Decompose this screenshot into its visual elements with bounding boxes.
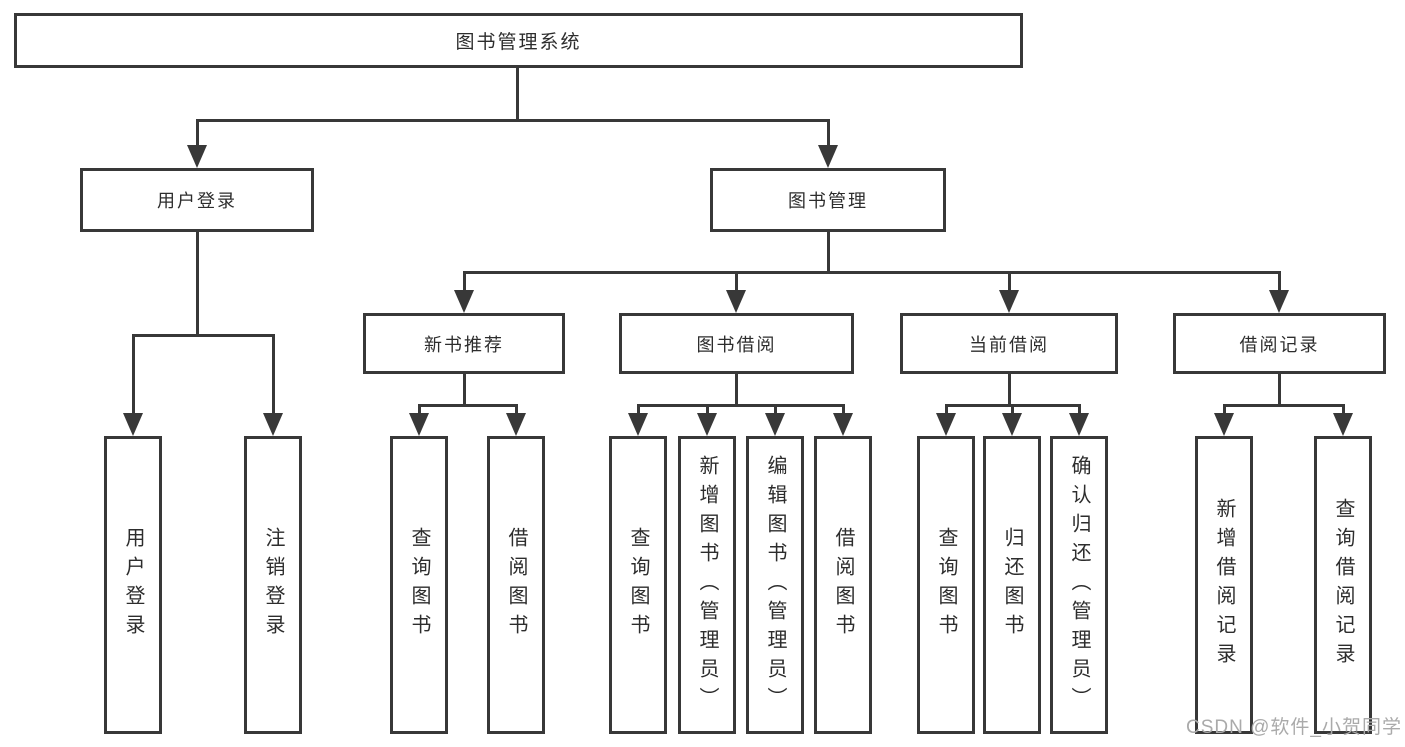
arrow-down-icon: [1069, 413, 1089, 436]
leaf-query-books-current-label: 查询图书: [935, 527, 957, 643]
arrow-down-icon: [263, 413, 283, 436]
arrow-down-icon: [697, 413, 717, 436]
connector-drop-user-login: [196, 119, 199, 145]
arrow-down-icon: [726, 290, 746, 313]
connector-drop: [1342, 404, 1345, 415]
connector-borrowing-records-split: [1223, 404, 1345, 407]
leaf-query-books-recommend: 查询图书: [390, 436, 448, 734]
connector-drop-new-book: [463, 271, 466, 290]
connector-current-borrowing-stub: [1008, 374, 1011, 406]
connector-user-login-split: [132, 334, 275, 337]
node-borrowing-records-label: 借阅记录: [1239, 334, 1320, 355]
connector-drop: [706, 404, 709, 415]
leaf-add-borrow-record: 新增借阅记录: [1195, 436, 1253, 734]
leaf-borrow-books-borrowing: 借阅图书: [814, 436, 872, 734]
leaf-query-books-current: 查询图书: [917, 436, 975, 734]
arrow-down-icon: [628, 413, 648, 436]
connector-root-split: [196, 119, 829, 122]
leaf-logout: 注销登录: [244, 436, 302, 734]
leaf-query-books-borrowing-label: 查询图书: [627, 527, 649, 643]
arrow-down-icon: [454, 290, 474, 313]
connector-root-stub: [516, 68, 519, 120]
node-user-login-label: 用户登录: [157, 191, 237, 211]
connector-drop-leaf-logout: [272, 334, 275, 413]
leaf-edit-book-admin: 编辑图书（管理员）: [746, 436, 804, 734]
connector-book-management-stub: [827, 232, 830, 273]
node-new-book-recommendation-label: 新书推荐: [424, 334, 504, 355]
node-book-borrowing: 图书借阅: [619, 313, 854, 374]
leaf-borrow-books-recommend-label: 借阅图书: [505, 527, 527, 643]
leaf-user-login: 用户登录: [104, 436, 162, 734]
connector-new-book-stub: [463, 374, 466, 406]
connector-drop-book-management: [827, 119, 830, 145]
leaf-query-books-recommend-label: 查询图书: [408, 527, 430, 643]
leaf-confirm-return-admin: 确认归还（管理员）: [1050, 436, 1108, 734]
node-book-management: 图书管理: [710, 168, 946, 232]
leaf-query-borrow-record: 查询借阅记录: [1314, 436, 1372, 734]
arrow-down-icon: [506, 413, 526, 436]
arrow-down-icon: [1333, 413, 1353, 436]
node-borrowing-records: 借阅记录: [1173, 313, 1386, 374]
arrow-down-icon: [409, 413, 429, 436]
connector-drop: [1011, 404, 1014, 415]
connector-drop: [945, 404, 948, 415]
connector-user-login-stub: [196, 232, 199, 336]
node-new-book-recommendation: 新书推荐: [363, 313, 565, 374]
leaf-borrow-books-borrowing-label: 借阅图书: [832, 527, 854, 643]
node-root-label: 图书管理系统: [455, 32, 582, 53]
node-book-management-label: 图书管理: [788, 191, 868, 211]
node-current-borrowing: 当前借阅: [900, 313, 1118, 374]
connector-drop-book-borrowing: [735, 271, 738, 290]
arrow-down-icon: [999, 290, 1019, 313]
connector-book-borrowing-stub: [735, 374, 738, 406]
connector-drop-borrowing-records: [1278, 271, 1281, 290]
csdn-watermark: CSDN @软件_小贺同学: [1186, 717, 1402, 738]
arrow-down-icon: [833, 413, 853, 436]
connector-drop-current-borrowing: [1008, 271, 1011, 290]
arrow-down-icon: [936, 413, 956, 436]
arrow-down-icon: [818, 145, 838, 168]
leaf-borrow-books-recommend: 借阅图书: [487, 436, 545, 734]
leaf-add-book-admin: 新增图书（管理员）: [678, 436, 736, 734]
connector-drop: [1078, 404, 1081, 415]
connector-drop: [418, 404, 421, 415]
leaf-query-books-borrowing: 查询图书: [609, 436, 667, 734]
leaf-logout-label: 注销登录: [262, 527, 284, 643]
node-book-borrowing-label: 图书借阅: [696, 334, 777, 355]
leaf-edit-book-admin-label: 编辑图书（管理员）: [764, 454, 786, 716]
connector-drop: [1223, 404, 1226, 415]
arrow-down-icon: [1269, 290, 1289, 313]
leaf-return-books-label: 归还图书: [1001, 527, 1023, 643]
arrow-down-icon: [1002, 413, 1022, 436]
arrow-down-icon: [765, 413, 785, 436]
connector-book-management-split: [463, 271, 1281, 274]
arrow-down-icon: [123, 413, 143, 436]
connector-drop: [842, 404, 845, 415]
leaf-user-login-label: 用户登录: [122, 527, 144, 643]
connector-new-book-split: [418, 404, 518, 407]
connector-borrowing-records-stub: [1278, 374, 1281, 406]
connector-drop: [515, 404, 518, 415]
leaf-query-borrow-record-label: 查询借阅记录: [1332, 498, 1354, 672]
arrow-down-icon: [1214, 413, 1234, 436]
leaf-return-books: 归还图书: [983, 436, 1041, 734]
leaf-confirm-return-admin-label: 确认归还（管理员）: [1068, 454, 1090, 716]
leaf-add-book-admin-label: 新增图书（管理员）: [696, 454, 718, 716]
node-user-login: 用户登录: [80, 168, 314, 232]
arrow-down-icon: [187, 145, 207, 168]
node-root: 图书管理系统: [14, 13, 1023, 68]
connector-drop: [637, 404, 640, 415]
connector-drop-leaf-user-login: [132, 334, 135, 413]
connector-drop: [774, 404, 777, 415]
leaf-add-borrow-record-label: 新增借阅记录: [1213, 498, 1235, 672]
node-current-borrowing-label: 当前借阅: [969, 334, 1049, 355]
connector-book-borrowing-split: [637, 404, 845, 407]
